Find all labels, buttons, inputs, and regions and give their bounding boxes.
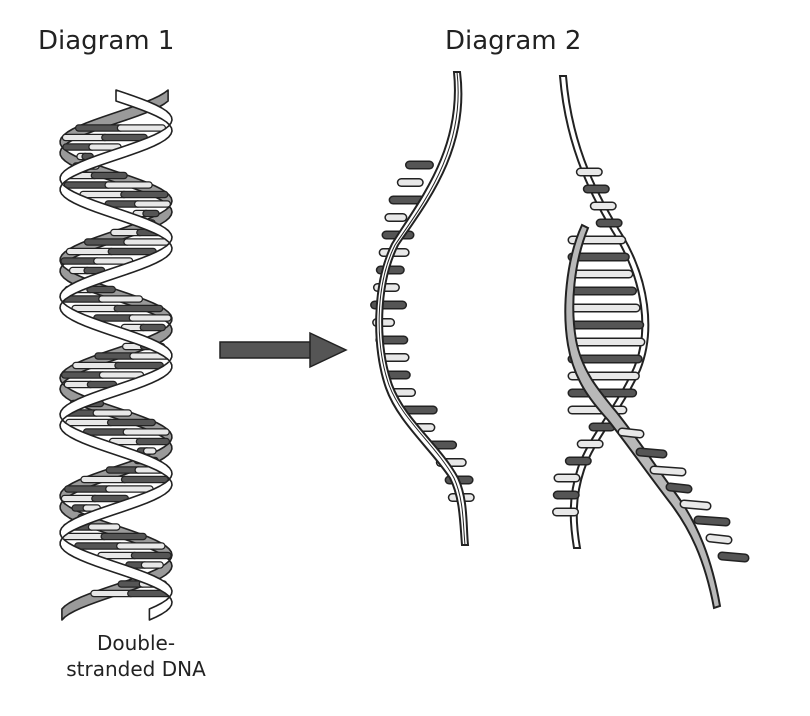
replicating-strand-right [557, 76, 745, 608]
separated-strand-left [375, 72, 471, 545]
diagram-1-caption: Double- stranded DNA [36, 630, 236, 682]
double-helix [60, 90, 172, 620]
caption-line-2: stranded DNA [36, 656, 236, 682]
new-base [710, 538, 728, 540]
process-arrow [220, 333, 346, 367]
new-base [622, 432, 640, 434]
new-base [654, 470, 682, 472]
caption-line-1: Double- [36, 630, 236, 656]
new-base [684, 504, 707, 506]
new-base [698, 520, 726, 522]
new-base [670, 487, 688, 489]
left-strand-bases [375, 165, 471, 498]
new-base [640, 452, 663, 454]
new-base [722, 556, 745, 558]
new-strand-bases [622, 432, 745, 558]
